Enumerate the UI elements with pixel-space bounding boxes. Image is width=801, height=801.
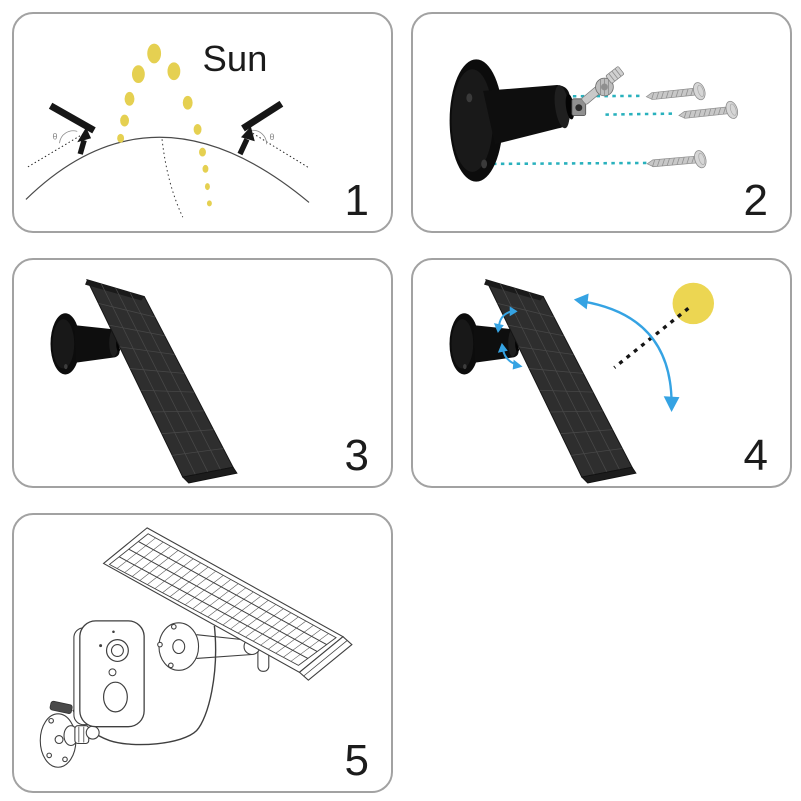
- camera-wall-plate-icon: [39, 713, 100, 768]
- wall-mount-bracket-icon: [50, 313, 136, 375]
- theta-label-right: θ: [270, 132, 275, 142]
- step-5-panel: 5: [12, 513, 393, 793]
- mounted-solar-panel-illustration: [50, 278, 238, 484]
- angle-adjustment-illustration: [449, 278, 715, 484]
- step-1-panel: θ θ Sun 1: [12, 12, 393, 233]
- screw-icon: [644, 80, 708, 107]
- security-camera-icon: [73, 620, 145, 728]
- step-4-panel: 4: [411, 258, 792, 488]
- solar-panel-lineart-icon: [102, 527, 353, 681]
- left-tilted-panel-icon: θ: [27, 102, 96, 168]
- earth-horizon-line: [25, 136, 310, 203]
- step-number-1: 1: [344, 176, 369, 225]
- wall-mount-bracket-icon: [449, 59, 624, 182]
- solar-panel-icon: [484, 278, 637, 484]
- sun-icon: [672, 282, 715, 325]
- step-3-panel: 3: [12, 258, 393, 488]
- solar-panel-icon: [85, 278, 238, 484]
- camera-connection-illustration: [39, 527, 353, 768]
- screw-icon: [677, 99, 741, 126]
- step-number-4: 4: [743, 431, 768, 480]
- step-number-2: 2: [743, 176, 768, 225]
- power-plug-icon: [49, 700, 73, 714]
- sun-label: Sun: [202, 38, 267, 79]
- tilt-adjustment-arrow: [573, 293, 680, 412]
- sun-path-dots-icon: [117, 43, 212, 207]
- step-2-panel: 2: [411, 12, 792, 233]
- sun-path-illustration: θ θ Sun: [25, 38, 310, 218]
- wall-mount-bracket-icon: [449, 313, 535, 375]
- wall-mount-screws-illustration: [449, 59, 741, 182]
- joint-rotation-arrows: [493, 306, 523, 370]
- screw-icon: [645, 148, 709, 174]
- step-number-5: 5: [344, 736, 369, 785]
- status-led-icon: [112, 630, 115, 634]
- step-number-3: 3: [344, 431, 369, 480]
- pir-sensor-icon: [102, 681, 128, 713]
- theta-label-left: θ: [53, 131, 58, 141]
- meridian-dotted-line: [161, 139, 184, 218]
- mic-hole-icon: [99, 644, 103, 648]
- right-tilted-panel-icon: θ: [237, 100, 310, 169]
